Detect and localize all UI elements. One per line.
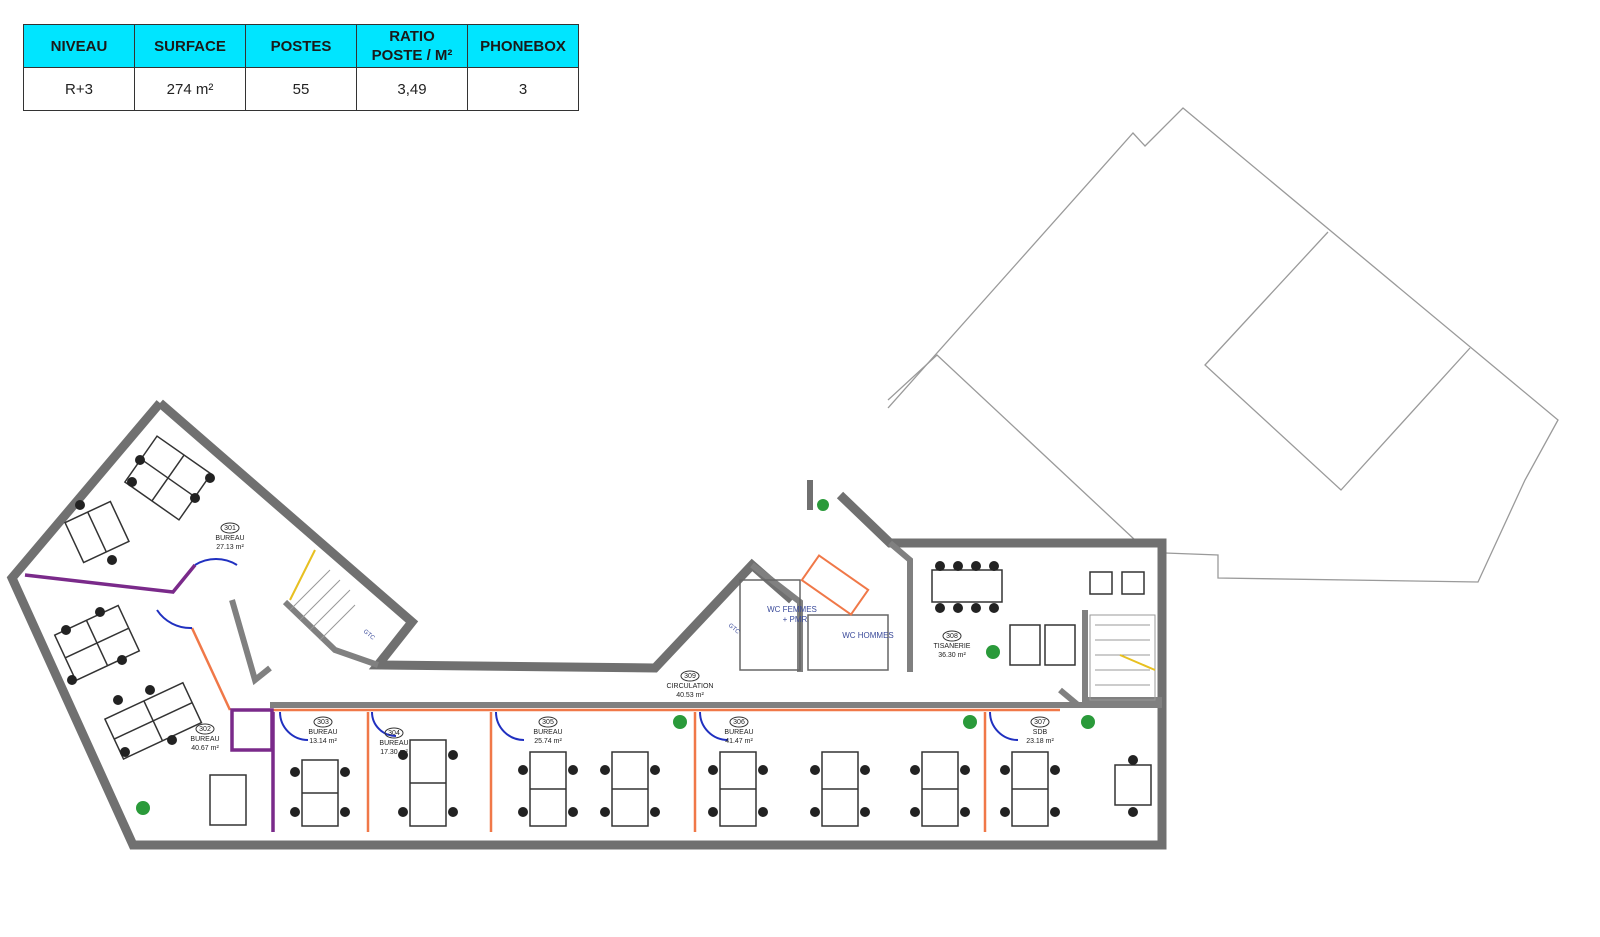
svg-text:BUREAU: BUREAU <box>379 740 408 747</box>
svg-text:BUREAU: BUREAU <box>215 535 244 542</box>
svg-text:41.47 m²: 41.47 m² <box>725 738 753 745</box>
svg-text:304: 304 <box>388 730 400 737</box>
partitions-purple <box>24 563 275 832</box>
svg-text:TISANERIE: TISANERIE <box>934 643 971 650</box>
svg-text:307: 307 <box>1034 719 1046 726</box>
neighbour-building-outline <box>887 107 1559 583</box>
gaine-label-2: GTC <box>727 623 741 636</box>
svg-text:40.53 m²: 40.53 m² <box>676 692 704 699</box>
svg-text:305: 305 <box>542 719 554 726</box>
desks <box>53 435 1152 827</box>
door-swings <box>156 558 1019 741</box>
svg-text:301: 301 <box>224 525 236 532</box>
value-postes: 55 <box>245 67 357 111</box>
value-phonebox: 3 <box>467 67 579 111</box>
wc-pmr-label: + PMR <box>783 615 808 624</box>
svg-text:13.14 m²: 13.14 m² <box>309 738 337 745</box>
staircase-right <box>1089 614 1156 701</box>
toilet-block <box>739 554 889 671</box>
svg-text:27.13 m²: 27.13 m² <box>216 544 244 551</box>
value-niveau: R+3 <box>23 67 135 111</box>
chairs <box>61 455 1138 817</box>
value-ratio: 3,49 <box>356 67 468 111</box>
svg-text:303: 303 <box>317 719 329 726</box>
svg-text:CIRCULATION: CIRCULATION <box>667 683 714 690</box>
svg-text:25.74 m²: 25.74 m² <box>534 738 562 745</box>
header-niveau: NIVEAU <box>23 24 135 68</box>
wc-femmes-label: WC FEMMES <box>767 605 817 614</box>
value-surface: 274 m² <box>134 67 246 111</box>
svg-text:309: 309 <box>684 673 696 680</box>
plant-icons <box>136 499 1095 815</box>
svg-text:17.30 m²: 17.30 m² <box>380 749 408 756</box>
svg-text:308: 308 <box>946 633 958 640</box>
wc-hommes-label: WC HOMMES <box>842 631 894 640</box>
staircase-left <box>289 549 356 641</box>
svg-text:SDB: SDB <box>1033 729 1048 736</box>
svg-text:BUREAU: BUREAU <box>190 736 219 743</box>
svg-text:BUREAU: BUREAU <box>308 729 337 736</box>
partitions-orange <box>190 627 1060 832</box>
summary-value-row: R+3 274 m² 55 3,49 3 <box>23 67 579 111</box>
svg-text:40.67 m²: 40.67 m² <box>191 745 219 752</box>
svg-text:BUREAU: BUREAU <box>724 729 753 736</box>
wc-labels: WC FEMMES + PMR WC HOMMES GTC GTC <box>362 605 894 642</box>
svg-text:BUREAU: BUREAU <box>533 729 562 736</box>
svg-text:306: 306 <box>733 719 745 726</box>
svg-text:302: 302 <box>199 726 211 733</box>
svg-text:23.18 m²: 23.18 m² <box>1026 738 1054 745</box>
svg-text:36.30 m²: 36.30 m² <box>938 652 966 659</box>
header-phonebox: PHONEBOX <box>467 24 579 68</box>
gaine-label-1: GTC <box>362 629 376 642</box>
